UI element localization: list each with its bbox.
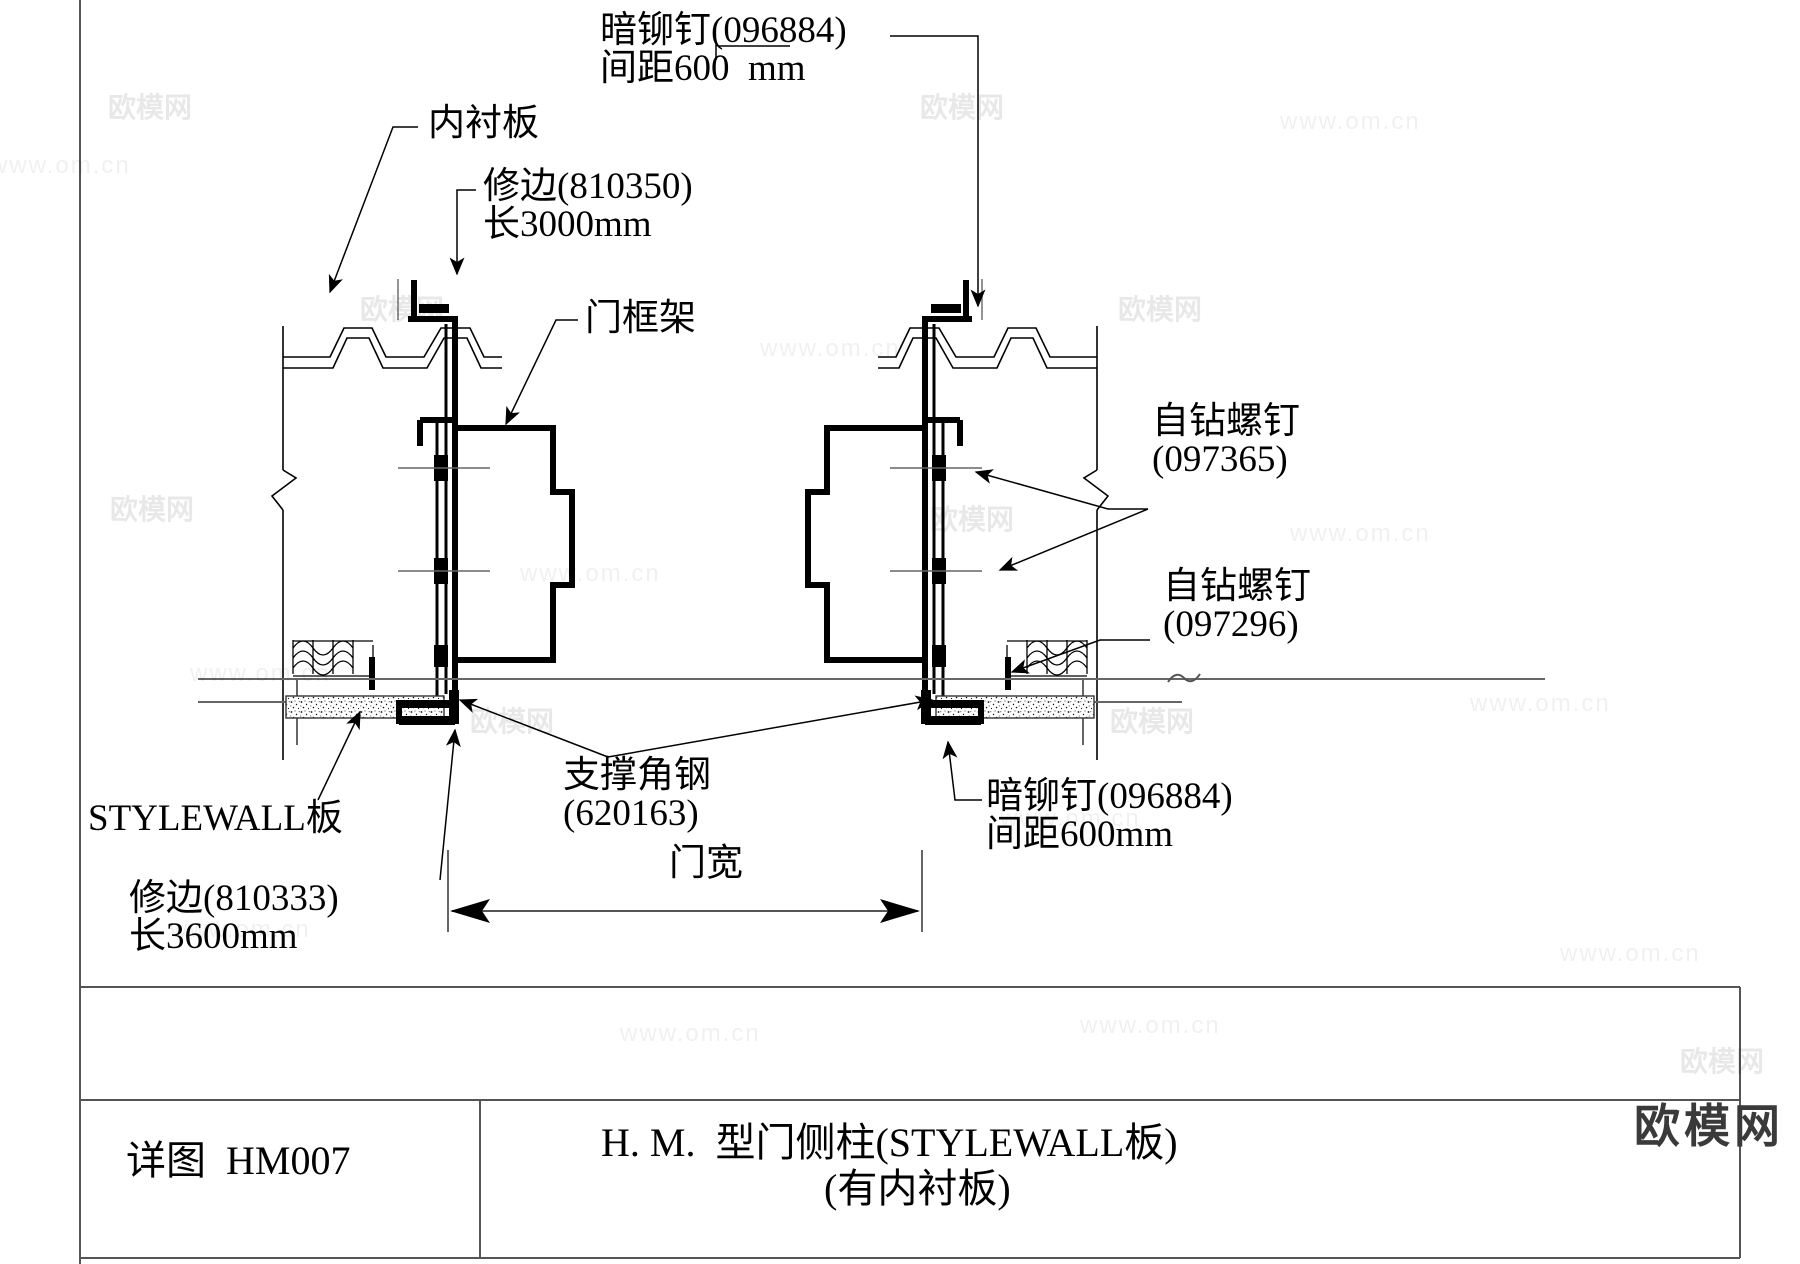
title-block-detail-label: 详图 HM007 [126, 1138, 351, 1183]
annotation-line: (097296) [1163, 604, 1299, 646]
inner-liner-right-edge [1082, 326, 1110, 760]
annotation-line: (097365) [1152, 439, 1288, 481]
break-tilde-mark [1167, 673, 1201, 683]
leader-lines [317, 35, 1150, 881]
right-trim-outline [922, 280, 972, 690]
annotation-line: 暗铆钉(096884) [600, 10, 847, 51]
annotation-line: 长3600mm [129, 916, 298, 958]
left-door-frame-profile [458, 425, 575, 663]
right-fastener-marks [931, 304, 961, 667]
left-fastener-centerlines [397, 279, 490, 572]
right-jamb-assembly [805, 279, 1182, 760]
annotation-inner-liner: 内衬板 [428, 103, 539, 144]
annotation-stylewall-panel: STYLEWALL板 [88, 798, 343, 839]
annotation-blind-rivet-top: 暗铆钉(096884)间距600 mm [600, 10, 847, 90]
title-block-title-line2: (有内衬板) [824, 1166, 1011, 1211]
sheet-border [79, 0, 1741, 1264]
title-block-title-line1: H. M. 型门侧柱(STYLEWALL板) [601, 1120, 1178, 1165]
annotation-line: 支撑角钢 [563, 755, 711, 796]
annotation-line: 自钻螺钉 [1163, 566, 1311, 607]
annotation-line: 自钻螺钉 [1152, 401, 1300, 442]
annotation-trim-810350: 修边(810350)长3000mm [483, 166, 693, 246]
annotation-blind-rivet-bottom: 暗铆钉(096884)间距600mm [986, 776, 1233, 856]
corrugated-liner-profile [283, 327, 502, 369]
annotation-support-angle: 支撑角钢(620163) [563, 755, 711, 835]
inner-liner-left-edge [270, 326, 298, 760]
annotation-line: 修边(810350) [483, 166, 693, 207]
door-width-dimension [447, 850, 923, 932]
annotation-self-drill-097365: 自钻螺钉(097365) [1152, 401, 1300, 481]
annotation-line: 门框架 [585, 298, 696, 339]
annotation-line: STYLEWALL板 [88, 798, 343, 839]
left-jamb-assembly [198, 279, 575, 760]
annotation-line: 暗铆钉(096884) [986, 776, 1233, 817]
left-jamb-inner-line [435, 324, 448, 700]
annotation-line: 间距600 mm [600, 48, 806, 90]
corrugated-liner-profile-right [878, 327, 1097, 369]
right-jamb-inner-line [932, 324, 945, 700]
left-insulation-squiggle [292, 640, 374, 677]
right-door-frame-profile [805, 425, 922, 663]
annotation-line: 内衬板 [428, 103, 539, 144]
annotation-self-drill-097296: 自钻螺钉(097296) [1163, 566, 1311, 646]
left-trim-outline [408, 280, 458, 690]
annotation-line: 修边(810333) [129, 878, 339, 919]
left-base-angle-solid [396, 690, 459, 724]
right-base-angle-solid [921, 690, 984, 724]
annotation-door-frame: 门框架 [585, 298, 696, 339]
watermark-logo: 欧模网 [1634, 1100, 1784, 1152]
annotation-line: 门宽 [669, 843, 743, 884]
right-insulation-squiggle [1006, 640, 1088, 677]
annotation-trim-810333: 修边(810333)长3600mm [129, 878, 339, 958]
annotation-line: 长3000mm [483, 204, 652, 246]
annotation-line: (620163) [563, 793, 699, 835]
annotation-door-width: 门宽 [669, 843, 743, 884]
annotation-line: 间距600mm [986, 814, 1174, 856]
